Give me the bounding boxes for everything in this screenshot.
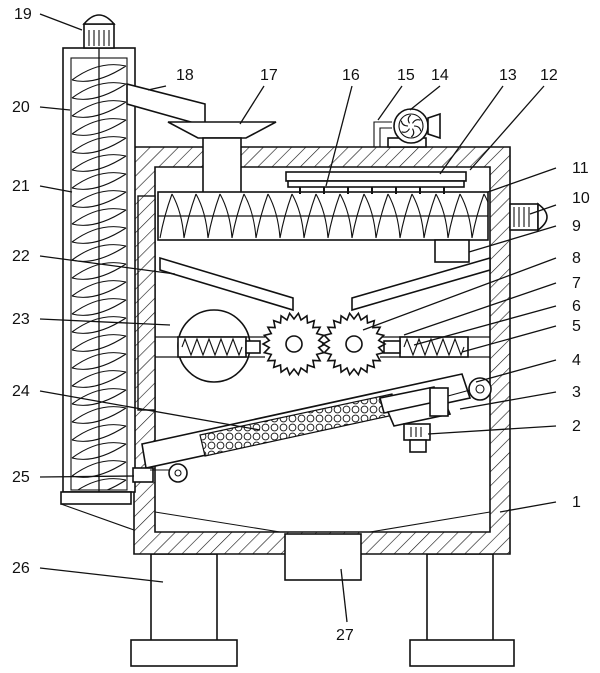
leg-left bbox=[130, 553, 238, 667]
callout-11: 11 bbox=[572, 160, 589, 177]
callout-13: 13 bbox=[499, 67, 517, 84]
discharge-outlet bbox=[284, 533, 362, 581]
callout-12: 12 bbox=[540, 67, 558, 84]
bottom-funnel bbox=[154, 511, 491, 533]
vibration-motor bbox=[403, 423, 431, 453]
callout-15: 15 bbox=[397, 67, 415, 84]
trough-hinge bbox=[132, 463, 188, 483]
fan-blade bbox=[412, 119, 421, 124]
callout-19: 19 bbox=[14, 6, 32, 23]
callout-9: 9 bbox=[572, 218, 581, 235]
callout-25: 25 bbox=[12, 469, 30, 486]
top-motor bbox=[82, 14, 116, 49]
callout-27: 27 bbox=[336, 627, 354, 644]
callout-4: 4 bbox=[572, 352, 581, 369]
callout-2: 2 bbox=[572, 418, 581, 435]
callout-17: 17 bbox=[260, 67, 278, 84]
screw-outlet-block bbox=[434, 239, 470, 263]
callout-26: 26 bbox=[12, 560, 30, 577]
feed-hopper bbox=[167, 121, 277, 195]
callout-7: 7 bbox=[572, 275, 581, 292]
callout-22: 22 bbox=[12, 248, 30, 265]
callout-10: 10 bbox=[572, 190, 590, 207]
fan-blade bbox=[413, 125, 422, 132]
side-motor bbox=[509, 202, 548, 232]
inner-baffle bbox=[137, 195, 156, 411]
callout-1: 1 bbox=[572, 494, 581, 511]
lift-discharge-chute bbox=[126, 82, 206, 128]
vertical-lift bbox=[60, 47, 136, 531]
right-spring-assembly bbox=[380, 336, 490, 358]
fan-blade bbox=[407, 114, 412, 124]
callout-24: 24 bbox=[12, 383, 30, 400]
guide-plate-right bbox=[351, 256, 491, 312]
blower-fan bbox=[373, 108, 441, 148]
fan-blade bbox=[401, 128, 410, 133]
callout-6: 6 bbox=[572, 298, 581, 315]
callout-20: 20 bbox=[12, 99, 30, 116]
fan-blade bbox=[410, 128, 415, 138]
callout-8: 8 bbox=[572, 250, 581, 267]
guide-plate-left bbox=[159, 256, 294, 312]
leader-lines bbox=[39, 13, 557, 623]
horizontal-screw bbox=[157, 191, 489, 241]
callout-23: 23 bbox=[12, 311, 30, 328]
spray-bar bbox=[285, 171, 467, 194]
callout-3: 3 bbox=[572, 384, 581, 401]
callout-18: 18 bbox=[176, 67, 194, 84]
fan-blade bbox=[400, 120, 409, 127]
callouts: 19 20 21 22 23 24 25 26 27 18 17 16 15 1… bbox=[12, 6, 590, 644]
callout-14: 14 bbox=[431, 67, 449, 84]
callout-5: 5 bbox=[572, 318, 581, 335]
callout-16: 16 bbox=[342, 67, 360, 84]
left-spring-assembly bbox=[155, 336, 265, 358]
leg-right bbox=[409, 553, 515, 667]
callout-21: 21 bbox=[12, 178, 30, 195]
vibration-drive bbox=[379, 377, 492, 427]
